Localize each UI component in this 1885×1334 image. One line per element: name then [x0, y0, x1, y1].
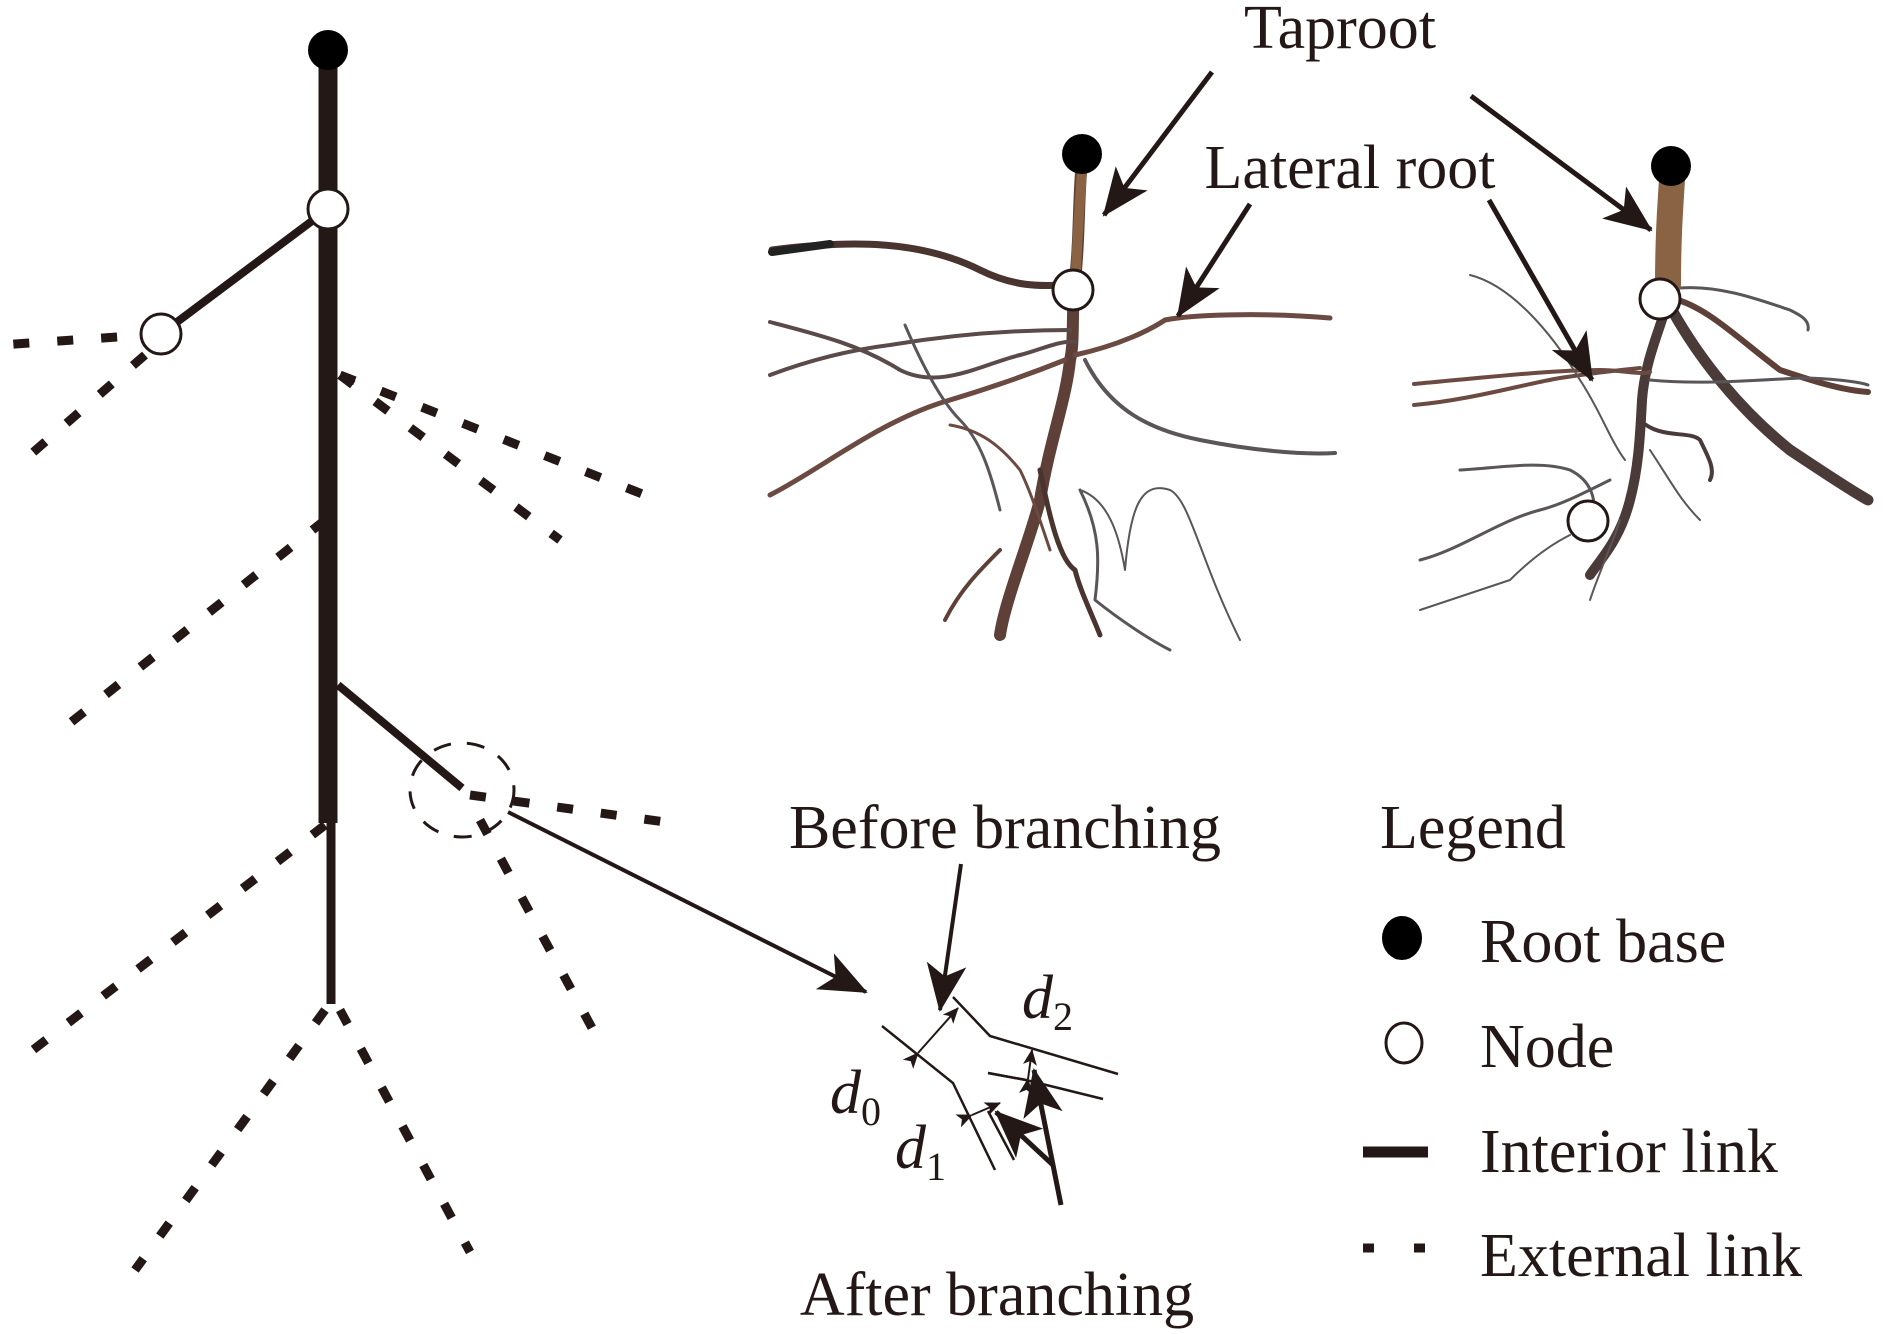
root-base-marker: [1062, 134, 1102, 174]
legend-item-node: Node: [1384, 1013, 1614, 1081]
filled-circle-icon: [1382, 916, 1422, 960]
after-branching-arrow: [994, 1110, 1055, 1167]
after-branching-arrow: [1023, 1068, 1064, 1206]
node-marker: [1638, 277, 1682, 321]
lateral-root-label: Lateral root: [1205, 134, 1496, 202]
taproot-arrow: [1102, 70, 1214, 217]
d1-measure-arrow: [955, 1102, 1001, 1128]
external-link: [52, 516, 328, 739]
legend-item-root-base: Root base: [1382, 908, 1726, 976]
external-link: [476, 817, 596, 1031]
legend-title: Legend: [1380, 794, 1566, 862]
open-circle-icon: [1384, 1021, 1424, 1065]
child-root-outline: [987, 1071, 1104, 1101]
taproot-label: Taproot: [1244, 0, 1436, 62]
branching-detail: Before branching d0 d1 d2 After branchin…: [789, 794, 1221, 1329]
after-branching-label: After branching: [800, 1261, 1194, 1329]
node-marker: [1566, 499, 1610, 543]
interior-link: [158, 205, 331, 338]
external-link: [17, 821, 328, 1064]
zoom-region-circle: [408, 741, 516, 839]
zoom-arrow: [507, 810, 868, 994]
legend-label: Interior link: [1480, 1118, 1778, 1186]
legend-label: External link: [1480, 1222, 1802, 1290]
legend-label: Root base: [1480, 908, 1726, 976]
node-marker: [1051, 268, 1095, 312]
before-branching-arrow: [926, 863, 967, 1012]
legend: Legend Root base Node Interior link Exte…: [1363, 794, 1802, 1290]
root-photo-2: [1412, 146, 1874, 611]
external-link: [469, 790, 666, 827]
node-marker: [139, 312, 183, 356]
root-photo-1: [767, 134, 1337, 652]
d2-label: d2: [1022, 964, 1073, 1039]
d2-measure-arrow: [1019, 1049, 1037, 1095]
d1-label: d1: [895, 1114, 946, 1189]
lateral-root-arrow: [1486, 198, 1595, 382]
legend-label: Node: [1480, 1013, 1614, 1081]
root-base-marker: [1651, 146, 1691, 186]
schematic-root-tree: [0, 30, 868, 1273]
d0-measure-arrow: [902, 1007, 959, 1069]
external-link: [336, 1007, 474, 1255]
d0-label: d0: [830, 1059, 881, 1134]
before-branching-label: Before branching: [789, 794, 1221, 862]
node-marker: [306, 187, 350, 231]
external-link: [0, 329, 162, 350]
legend-item-external-link: External link: [1363, 1222, 1802, 1290]
external-link: [337, 371, 563, 544]
root-base-marker: [308, 30, 348, 70]
external-link: [131, 1007, 329, 1273]
external-links: [0, 329, 666, 1273]
external-link: [338, 370, 652, 502]
parent-root-outline: [952, 996, 1119, 1076]
external-link: [27, 351, 148, 459]
interior-link: [335, 681, 465, 792]
lateral-root-arrow: [1175, 202, 1253, 318]
legend-item-interior-link: Interior link: [1363, 1118, 1778, 1186]
taproot-arrow: [1469, 93, 1653, 233]
